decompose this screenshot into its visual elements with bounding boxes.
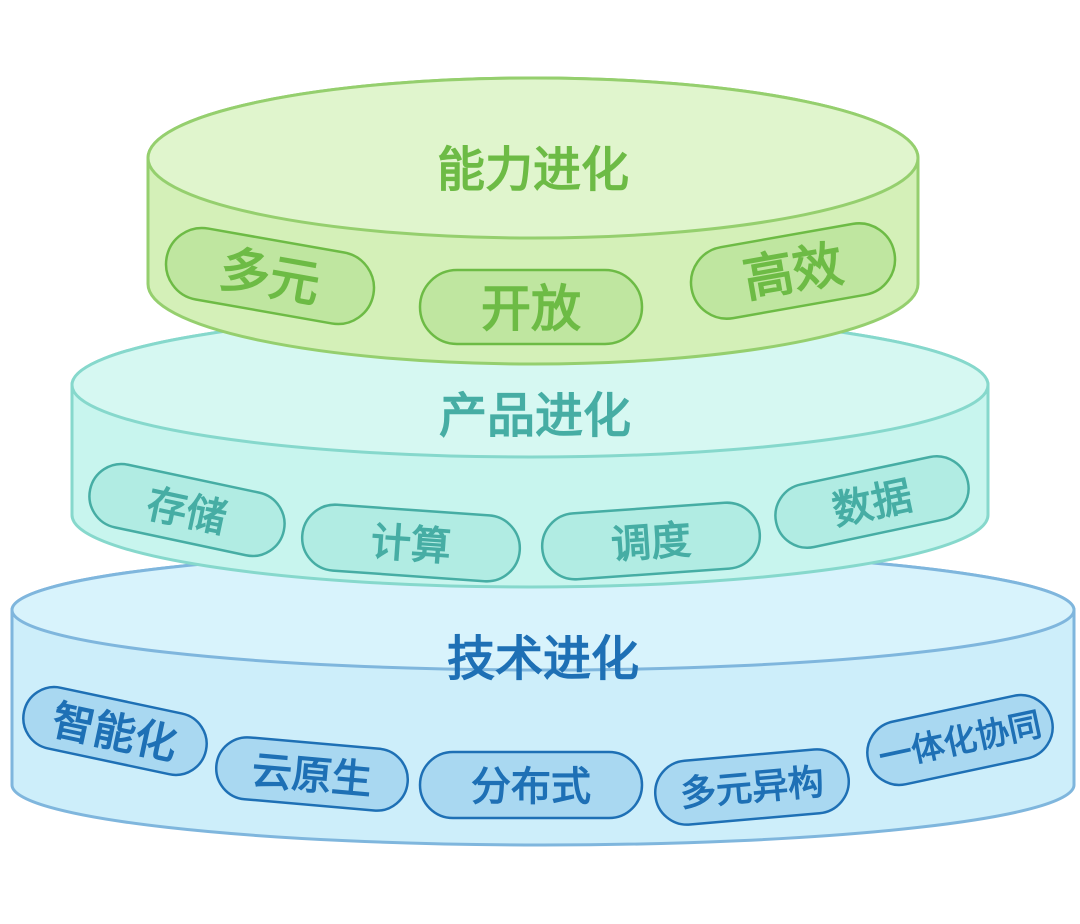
pill-scheduling-label: 调度 bbox=[610, 517, 693, 568]
tier-capability-top bbox=[146, 76, 920, 240]
pill-efficient: 高效 bbox=[689, 222, 897, 320]
pill-data: 数据 bbox=[774, 455, 970, 549]
tier-capability-title: 能力进化 bbox=[437, 142, 629, 198]
pill-open: 开放 bbox=[418, 268, 644, 346]
pill-distributed-label: 分布式 bbox=[471, 764, 591, 810]
pill-open-label: 开放 bbox=[481, 280, 581, 338]
pill-cloud-native-label: 云原生 bbox=[250, 748, 374, 804]
tier-technology-title: 技术进化 bbox=[447, 631, 639, 687]
pill-cloud-native: 云原生 bbox=[214, 736, 410, 812]
pill-compute: 计算 bbox=[300, 503, 522, 583]
pill-scheduling: 调度 bbox=[540, 501, 762, 581]
tier-product-title: 产品进化 bbox=[439, 388, 631, 444]
pill-storage: 存储 bbox=[88, 462, 286, 558]
pill-compute-label: 计算 bbox=[369, 519, 452, 570]
tier-technology: 技术进化 智能化 云原生 分布式 多元异构 一体化协同 bbox=[10, 548, 1076, 847]
tier-capability: 能力进化 多元 开放 高效 bbox=[146, 76, 920, 366]
pill-diverse: 多元 bbox=[164, 226, 376, 326]
pill-heterogeneous: 多元异构 bbox=[653, 748, 851, 826]
pill-distributed: 分布式 bbox=[418, 750, 644, 820]
pill-intelligent: 智能化 bbox=[22, 685, 208, 777]
